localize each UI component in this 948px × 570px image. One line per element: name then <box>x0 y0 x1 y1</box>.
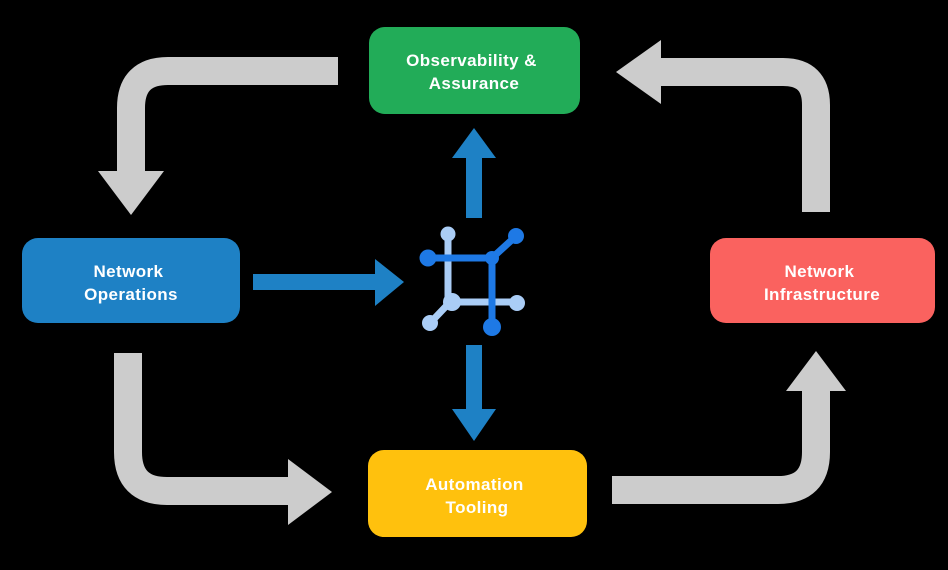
cycle-arrow-shaft <box>660 58 830 212</box>
cycle-arrow-infrastructure-to-observability <box>616 40 830 212</box>
node-box <box>710 238 935 323</box>
icon-dark-node-top-right <box>508 228 524 244</box>
node-observability-assurance: Observability & Assurance <box>369 27 580 114</box>
cycle-arrow-shaft <box>114 353 289 505</box>
flow-arrow-operations-to-hub <box>253 259 404 306</box>
cycle-arrow-head-down <box>98 171 164 215</box>
node-label-line: Network <box>94 262 164 281</box>
node-label-line: Infrastructure <box>764 285 880 304</box>
cycle-arrow-head-left <box>616 40 661 104</box>
node-label-line: Automation <box>425 475 523 494</box>
node-network-operations: Network Operations <box>22 238 240 323</box>
network-mesh-icon <box>419 226 525 336</box>
node-label-line: Assurance <box>429 74 520 93</box>
flow-arrow-head-right <box>375 259 404 306</box>
icon-light-node-right <box>509 295 525 311</box>
node-label: Network Infrastructure <box>764 262 880 304</box>
node-label: Network Operations <box>84 262 178 304</box>
icon-light-node-top <box>440 226 456 242</box>
cycle-arrow-operations-to-automation <box>114 353 332 525</box>
node-box <box>22 238 240 323</box>
node-label: Observability & Assurance <box>406 51 542 93</box>
icon-dark-node-bottom <box>483 318 501 336</box>
cycle-arrow-shaft <box>612 390 830 504</box>
node-box <box>369 27 580 114</box>
cycle-arrow-shaft <box>117 57 338 172</box>
icon-dark-node-left <box>419 249 437 267</box>
cycle-arrow-head-up <box>786 351 846 391</box>
node-label: Automation Tooling <box>425 475 529 517</box>
node-label-line: Operations <box>84 285 178 304</box>
flow-arrow-head-down <box>452 409 496 441</box>
icon-light-junction <box>443 293 461 311</box>
cycle-arrow-head-right <box>288 459 332 525</box>
node-automation-tooling: Automation Tooling <box>368 450 587 537</box>
flow-arrow-hub-to-observability <box>452 128 496 218</box>
flow-arrow-hub-to-automation <box>452 345 496 441</box>
node-label-line: Network <box>785 262 855 281</box>
icon-light-node-bottom-left <box>422 315 438 331</box>
cycle-arrow-observability-to-operations <box>98 57 338 215</box>
node-label-line: Tooling <box>446 498 509 517</box>
flow-arrow-head-up <box>452 128 496 158</box>
icon-dark-junction <box>485 251 499 265</box>
node-label-line: Observability & <box>406 51 537 70</box>
node-box <box>368 450 587 537</box>
node-network-infrastructure: Network Infrastructure <box>710 238 935 323</box>
cycle-arrow-automation-to-infrastructure <box>612 351 846 504</box>
